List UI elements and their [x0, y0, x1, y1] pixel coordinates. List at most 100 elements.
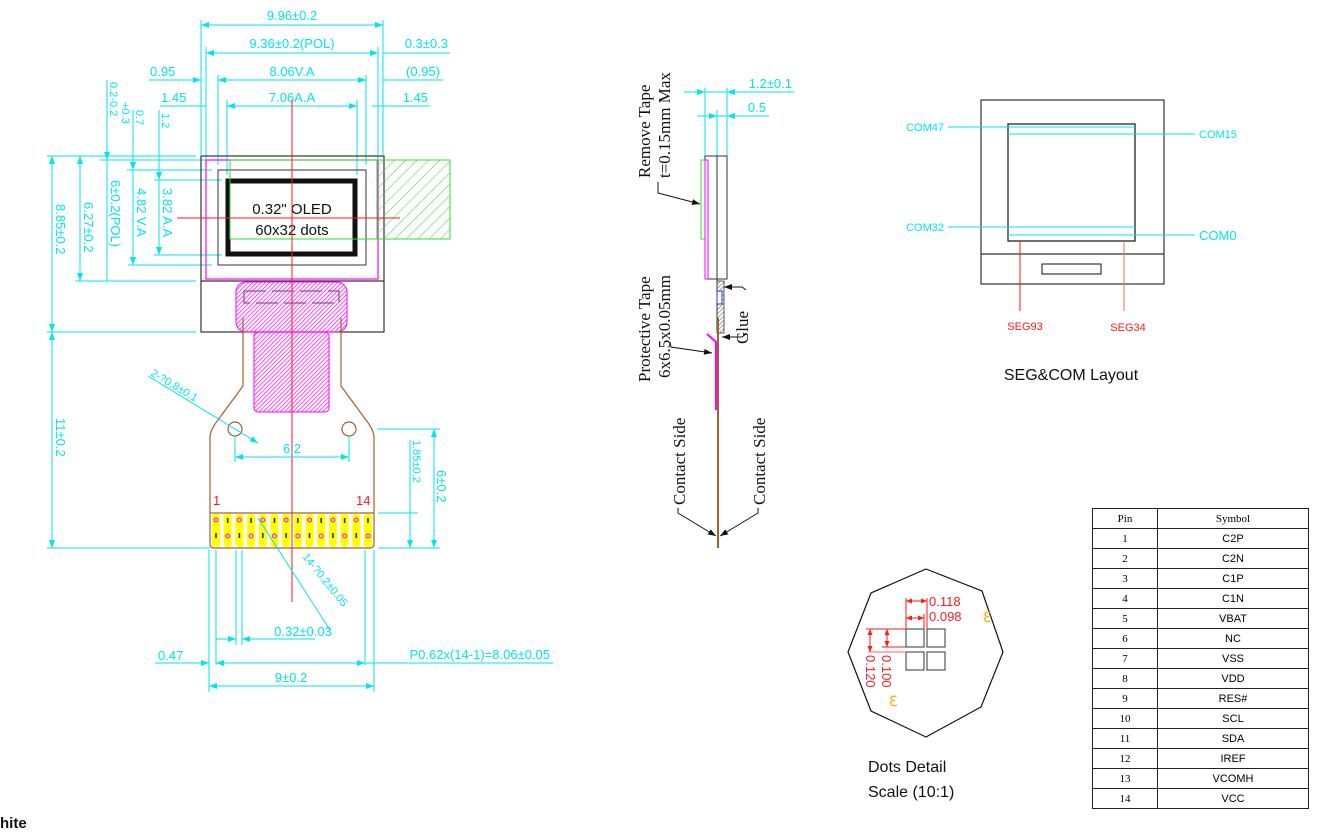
com15-label: COM15 [1199, 129, 1237, 141]
dim-tol-plus: +0.3 [119, 102, 131, 124]
pin-symbol: SDA [1157, 728, 1309, 749]
fpc-pad [235, 514, 244, 547]
pad-via [248, 533, 254, 539]
dim-hole-callout: 2-?0.8±0.1 [148, 367, 199, 404]
oled-module: 0.32" OLED 60x32 dots 1 14 [177, 100, 451, 602]
fpc-pad [328, 514, 337, 547]
fpc-pad [352, 514, 361, 547]
pad-via [283, 517, 289, 523]
side-driver-ic [716, 290, 723, 305]
pad-mark [332, 533, 334, 538]
dim-va-height: 4.82 V.A [134, 188, 149, 237]
side-view: Remove Tape t=0.15mm Max 1.2±0.1 0.5 Glu… [635, 72, 794, 548]
dots-detail-title: Dots Detail [868, 759, 946, 776]
pin-number: 4 [1092, 588, 1158, 609]
pad-via [342, 533, 348, 539]
pin-symbol: VDD [1157, 668, 1309, 689]
glue-label: Glue [733, 311, 752, 344]
pin-number: 12 [1092, 748, 1158, 769]
pin-number: 6 [1092, 628, 1158, 649]
pad-via [365, 533, 371, 539]
contact-side-right: Contact Side [750, 418, 769, 505]
dim-right-va-offset: (0.95) [406, 64, 440, 79]
remove-tape-outline [229, 159, 378, 240]
pad-mark [226, 518, 229, 523]
com47-label: COM47 [906, 122, 944, 134]
dim-left-aa-offset: 1.45 [161, 90, 186, 105]
dim-aa-height: 3.82 A.A [160, 188, 175, 237]
dim-overall-height: 8.85±0.2 [53, 204, 68, 255]
dim-right-offset: 0.3±0.3 [405, 36, 448, 51]
pad-via [318, 533, 324, 539]
dim-va-width: 8.06V.A [269, 64, 314, 79]
pad-via [307, 517, 313, 523]
pin-symbol: VSS [1157, 648, 1309, 669]
seg-com-module-outline [980, 99, 1165, 285]
fpc-pads [212, 514, 372, 547]
fpc-pad [282, 514, 291, 547]
pin-symbol: SCL [1157, 708, 1309, 729]
remove-tape-thickness: t=0.15mm Max [655, 72, 674, 178]
dot-width-x: 0.098 [929, 609, 962, 624]
pin-number: 14 [1092, 788, 1158, 809]
header-symbol: Symbol [1157, 508, 1309, 529]
pad-mark [250, 518, 252, 523]
side-remove-tape [700, 159, 706, 240]
dim-fpc-length: 11±0.2 [53, 418, 68, 457]
pad-mark [238, 533, 241, 538]
dim-glass-height: 6.27±0.2 [81, 202, 96, 253]
dot-pitch-y: 0.120 [863, 655, 878, 688]
com32-label: COM32 [906, 222, 944, 234]
fpc-pad [212, 514, 220, 547]
dot-height-y: 0.100 [879, 655, 894, 688]
fpc-pad [305, 514, 314, 547]
pad-mark [215, 533, 217, 538]
pin-number: 9 [1092, 688, 1158, 709]
pad-via [213, 517, 219, 523]
pin-number: 10 [1092, 708, 1158, 729]
fpc-pad [247, 514, 256, 547]
pad-mark [320, 518, 323, 523]
dots-detail: 0.118 0.098 0.100 0.120 ℇ ℇ Dots Detail … [847, 568, 1004, 801]
dim-overall-width: 9.96±0.2 [267, 8, 318, 23]
dim-tail-height: 6±0.2 [434, 470, 449, 502]
dim-pad-hole-callout: 14-?0.2±0.05 [300, 551, 350, 609]
dot-pitch-x: 0.118 [929, 594, 961, 609]
glue-area [716, 280, 725, 334]
fpc-pad [340, 514, 349, 547]
pad-via [260, 517, 266, 523]
fpc-pad [364, 514, 372, 547]
dim-top-offset: 0.2-0.2 [107, 82, 119, 116]
seg-com-layout: COM47 COM15 COM32 COM0 SEG93 SEG34 SEG&C… [906, 99, 1237, 384]
fpc-pad [270, 514, 279, 547]
pin-symbol: VBAT [1157, 608, 1309, 629]
seg34-label: SEG34 [1110, 322, 1145, 334]
seg-com-ic [1041, 263, 1102, 275]
dim-thickness: 1.2±0.1 [749, 76, 792, 91]
com0-label: COM0 [1199, 228, 1237, 243]
pin-number: 13 [1092, 768, 1158, 789]
header-pin: Pin [1092, 508, 1158, 529]
dim-right-aa-offset: 1.45 [403, 90, 428, 105]
pin-first-label: 1 [213, 493, 220, 508]
pin-last-label: 14 [356, 493, 370, 508]
pin-number: 3 [1092, 568, 1158, 589]
pin-number: 5 [1092, 608, 1158, 629]
pin-number: 1 [1092, 528, 1158, 549]
seg93-label: SEG93 [1007, 321, 1042, 333]
dots-detail-scale: Scale (10:1) [868, 784, 954, 801]
pin-number: 11 [1092, 728, 1158, 749]
pin-number: 8 [1092, 668, 1158, 689]
pad-mark [355, 533, 358, 538]
contact-side-left: Contact Side [670, 418, 689, 505]
pin-symbol: IREF [1157, 748, 1309, 769]
pin-symbol: NC [1157, 628, 1309, 649]
